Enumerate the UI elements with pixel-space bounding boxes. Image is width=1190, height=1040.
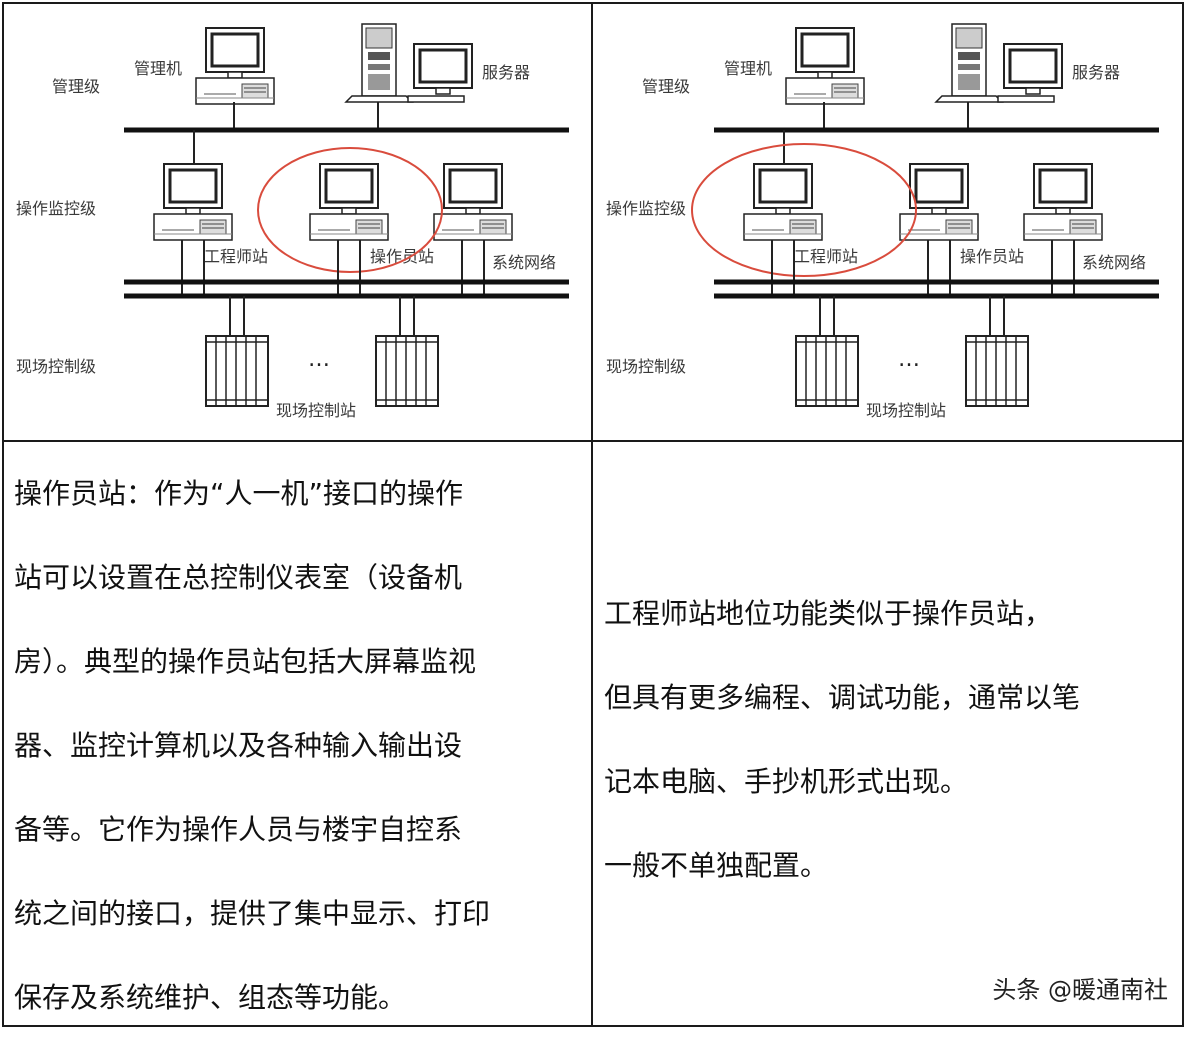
label-server: 服务器	[482, 63, 530, 82]
label-field-level: 现场控制级	[606, 357, 686, 376]
description-line: 器、监控计算机以及各种输入输出设	[14, 729, 463, 762]
description-line: 操作员站：作为“人一机”接口的操作	[14, 477, 464, 510]
server-monitor	[412, 42, 474, 96]
description-line: 保存及系统维护、组态等功能。	[14, 981, 407, 1014]
system-network-station	[434, 164, 512, 240]
highlight-ellipse	[257, 147, 443, 273]
field-controller-2	[965, 335, 1029, 407]
label-field-level: 现场控制级	[16, 357, 96, 376]
label-management-level: 管理级	[642, 77, 690, 96]
label-operation-level: 操作监控级	[606, 199, 686, 218]
watermark: 头条 @暖通南社	[992, 976, 1168, 1004]
ellipsis-mark: …	[308, 347, 330, 372]
server-monitor	[1002, 42, 1064, 96]
description-line: 记本电脑、手抄机形式出现。	[604, 765, 969, 798]
management-pc	[786, 28, 864, 104]
label-server: 服务器	[1072, 63, 1120, 82]
label-management-level: 管理级	[52, 77, 100, 96]
field-controller-1	[205, 335, 269, 407]
label-engineer-station: 工程师站	[794, 247, 858, 266]
highlight-ellipse	[691, 143, 917, 277]
column-divider	[591, 2, 593, 1027]
label-system-network: 系统网络	[492, 253, 556, 272]
label-management-pc: 管理机	[134, 59, 182, 78]
engineer-station	[744, 164, 822, 240]
description-line: 备等。它作为操作人员与楼宇自控系	[14, 813, 463, 846]
label-system-network: 系统网络	[1082, 253, 1146, 272]
row-divider	[2, 440, 1184, 442]
system-network-station	[1024, 164, 1102, 240]
server-tower	[935, 23, 1003, 103]
server-tower	[345, 23, 413, 103]
table-frame	[2, 2, 1184, 1027]
description-line: 房）。典型的操作员站包括大屏幕监视	[14, 645, 477, 678]
label-operator-station: 操作员站	[960, 247, 1024, 266]
label-operator-station: 操作员站	[370, 247, 434, 266]
operator-station-description: 操作员站：作为“人一机”接口的操作 站可以设置在总控制仪表室（设备机 房）。典型…	[14, 452, 586, 1040]
diagram-svg-right: 管理级 管理机 服务器 操作监控级 工程师站 操作员站 系统网络 现场控制级	[606, 23, 1159, 420]
label-field-control-station: 现场控制站	[276, 401, 356, 420]
description-line: 统之间的接口，提供了集中显示、打印	[14, 897, 491, 930]
diagram-svg-left: 管理级 管理机 服务器 操作监控级 工程师站 操作员站 系统网络	[16, 23, 569, 420]
ellipsis-mark: …	[898, 347, 920, 372]
label-management-pc: 管理机	[724, 59, 772, 78]
field-controller-1	[795, 335, 859, 407]
description-line: 站可以设置在总控制仪表室（设备机	[14, 561, 463, 594]
field-controller-2	[375, 335, 439, 407]
engineer-station	[154, 164, 232, 240]
label-operation-level: 操作监控级	[16, 199, 96, 218]
description-line: 一般不单独配置。	[604, 849, 829, 882]
description-line: 工程师站地位功能类似于操作员站，	[604, 597, 1053, 630]
network-diagram-left: 管理级 管理机 服务器 操作监控级 工程师站 操作员站 系统网络	[4, 4, 589, 440]
operator-station	[310, 164, 388, 240]
label-engineer-station: 工程师站	[204, 247, 268, 266]
label-field-control-station: 现场控制站	[866, 401, 946, 420]
engineer-station-description: 工程师站地位功能类似于操作员站， 但具有更多编程、调试功能，通常以笔 记本电脑、…	[604, 572, 1179, 908]
management-pc	[196, 28, 274, 104]
network-diagram-right: 管理级 管理机 服务器 操作监控级 工程师站 操作员站 系统网络 现场控制级	[594, 4, 1179, 440]
description-line: 但具有更多编程、调试功能，通常以笔	[604, 681, 1081, 714]
